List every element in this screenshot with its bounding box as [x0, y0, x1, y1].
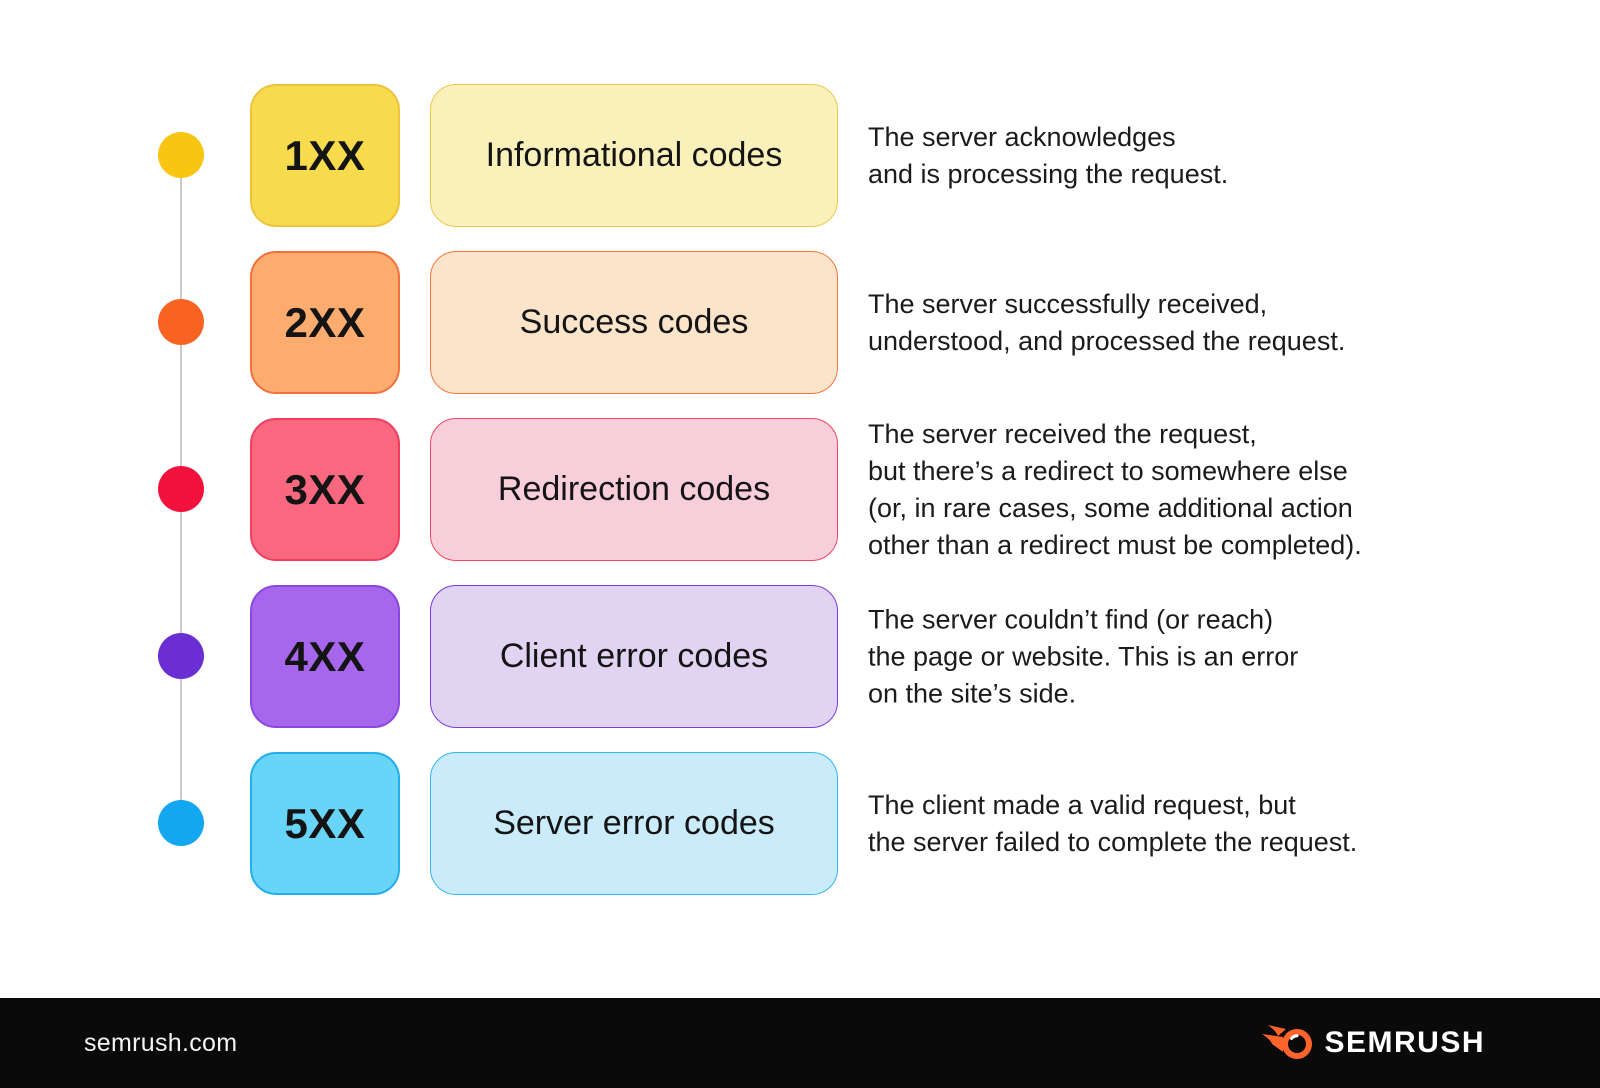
- status-code-badge: 5XX: [250, 752, 400, 895]
- status-code-row: 2XX Success codes The server successfull…: [0, 251, 1600, 394]
- status-code-badge: 2XX: [250, 251, 400, 394]
- status-code-category: Informational codes: [430, 84, 838, 227]
- semrush-flame-icon: [1262, 1025, 1313, 1059]
- status-code-description: The server couldn’t find (or reach) the …: [868, 604, 1299, 708]
- timeline-dot: [158, 800, 204, 846]
- semrush-logo: SEMRUSH: [1262, 1023, 1485, 1063]
- status-code-description: The server successfully received, unders…: [868, 288, 1346, 356]
- status-code-row: 5XX Server error codes The client made a…: [0, 752, 1600, 895]
- status-code-badge: 1XX: [250, 84, 400, 227]
- status-code-row: 4XX Client error codes The server couldn…: [0, 585, 1600, 728]
- status-code-row: 3XX Redirection codes The server receive…: [0, 418, 1600, 561]
- timeline-dot: [158, 132, 204, 178]
- status-code-badge: 3XX: [250, 418, 400, 561]
- status-code-description: The client made a valid request, but the…: [868, 789, 1358, 857]
- status-code-description: The server acknowledges and is processin…: [868, 121, 1229, 189]
- footer-url: semrush.com: [84, 1028, 238, 1057]
- status-code-description: The server received the request, but the…: [868, 418, 1362, 560]
- timeline-dot: [158, 299, 204, 345]
- semrush-wordmark: SEMRUSH: [1324, 1026, 1485, 1059]
- timeline-dot: [158, 466, 204, 512]
- status-code-row: 1XX Informational codes The server ackno…: [0, 84, 1600, 227]
- status-code-badge: 4XX: [250, 585, 400, 728]
- status-code-category: Redirection codes: [430, 418, 838, 561]
- footer-bar: semrush.com SEMRUSH: [0, 998, 1600, 1088]
- status-code-category: Server error codes: [430, 752, 838, 895]
- status-code-category: Client error codes: [430, 585, 838, 728]
- status-code-rows: 1XX Informational codes The server ackno…: [0, 84, 1600, 919]
- timeline-dot: [158, 633, 204, 679]
- status-code-category: Success codes: [430, 251, 838, 394]
